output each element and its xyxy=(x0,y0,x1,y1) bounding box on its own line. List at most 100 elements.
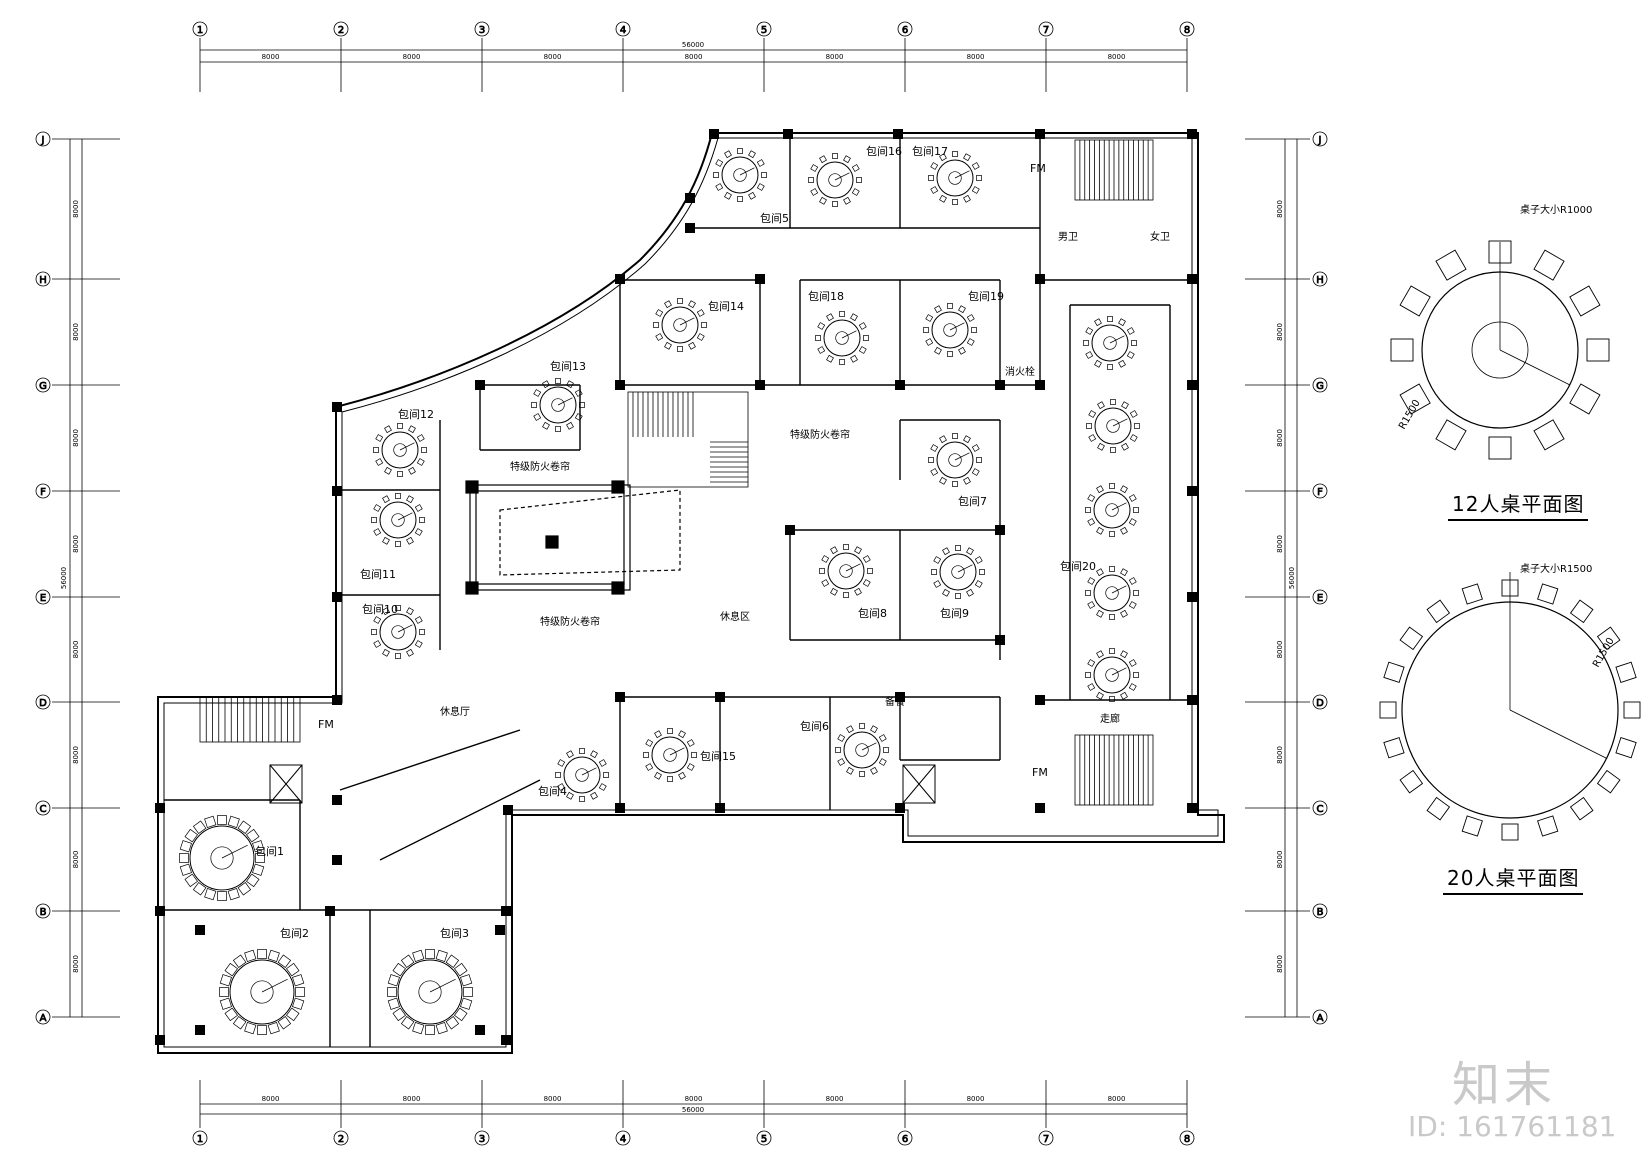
label-toilet-m: 男卫 xyxy=(1058,231,1078,243)
label-room2: 包间2 xyxy=(280,927,309,940)
table-20-1-chair-18 xyxy=(285,962,300,977)
table-12-7-chair-6 xyxy=(373,447,379,453)
table-12-2-chair-7 xyxy=(930,162,939,170)
table-12-10-chair-9 xyxy=(952,433,958,439)
table-12-4-lazy-susan xyxy=(835,331,849,345)
axis-row-left-E-label: E xyxy=(40,593,46,604)
table-12-5-chair-2 xyxy=(958,346,966,355)
axis-col-top-6-label: 6 xyxy=(902,25,908,36)
table-12-8-chair-3 xyxy=(395,541,401,547)
table-12-4-chair-4 xyxy=(826,354,834,363)
table-20-0-chair-8 xyxy=(184,873,199,888)
table-12-14-chair-9 xyxy=(1110,399,1116,405)
table-12-17-chair-6 xyxy=(1085,672,1091,678)
table-12-10-chair-3 xyxy=(952,481,958,487)
dining-tables xyxy=(179,148,1140,1035)
watermark-brand: 知末 xyxy=(1452,1057,1557,1113)
legend-12-chair-2 xyxy=(1533,419,1565,451)
table-12-17-radius xyxy=(1111,667,1127,676)
table-12-0-chair-3 xyxy=(737,196,743,202)
table-20-1-chair-19 xyxy=(292,974,305,987)
table-12-7-chair-9 xyxy=(397,423,403,429)
legend-20-chair-0 xyxy=(1623,701,1641,719)
table-20-2-radius xyxy=(429,978,456,993)
dim-right-span-2: 8000 xyxy=(1276,746,1284,764)
watermark-id: ID: 161761181 xyxy=(1408,1110,1617,1143)
axis-row-left-G-label: G xyxy=(39,381,47,392)
legend-20-chair-11 xyxy=(1383,661,1405,683)
legend-20-chair-1 xyxy=(1615,737,1637,759)
column-43 xyxy=(325,906,335,916)
column-16 xyxy=(1187,380,1197,390)
dim-top-span-0: 8000 xyxy=(262,53,280,61)
legend-20-chair-4 xyxy=(1537,815,1559,837)
table-12-3-chair-8 xyxy=(664,300,672,309)
table-12-17-chair-10 xyxy=(1120,650,1128,659)
axis-row-left-B-label: B xyxy=(40,907,47,918)
table-12-6-radius xyxy=(557,397,573,406)
axis-col-top-7-label: 7 xyxy=(1043,25,1049,36)
table-20-2 xyxy=(397,959,463,1025)
axis-row-left-F-label: F xyxy=(40,487,46,498)
axis-col-top-6-bubble xyxy=(897,21,913,37)
table-20-1-chair-2 xyxy=(285,1007,300,1022)
axis-row-left-A-bubble xyxy=(35,1009,51,1025)
table-20-1-chair-11 xyxy=(219,974,232,987)
legend-20-chair-9 xyxy=(1383,737,1405,759)
table-12-1-radius xyxy=(834,172,850,181)
table-20-0-chair-11 xyxy=(179,840,192,853)
table-12-19-chair-9 xyxy=(667,728,673,734)
table-12-0-chair-0 xyxy=(761,172,767,178)
table-12-1-chair-5 xyxy=(810,188,819,196)
table-12-16-chair-5 xyxy=(1087,601,1096,609)
legend-12-radius: R1500 xyxy=(1397,398,1423,432)
column-2 xyxy=(893,129,903,139)
dim-top-span-2: 8000 xyxy=(544,53,562,61)
dim-left-span-3: 8000 xyxy=(72,641,80,659)
legend-20-chair-17 xyxy=(1569,599,1594,624)
table-12-12-chair-11 xyxy=(974,556,983,564)
table-12-5-chair-0 xyxy=(971,327,977,333)
table-12-16-chair-3 xyxy=(1109,614,1115,620)
table-12-19-chair-6 xyxy=(643,752,649,758)
table-12-1-chair-2 xyxy=(843,196,851,205)
table-12-8-chair-2 xyxy=(406,536,414,545)
dim-bottom-total-text: 56000 xyxy=(682,1106,704,1114)
table-20-2-lazy-susan xyxy=(418,980,442,1004)
column-23 xyxy=(895,692,905,702)
table-20-0-chair-19 xyxy=(252,840,265,853)
table-12-4-chair-1 xyxy=(858,346,867,354)
axis-row-right-F-bubble xyxy=(1312,483,1328,499)
label-room12: 包间12 xyxy=(398,408,434,421)
table-12-2-chair-1 xyxy=(971,186,980,194)
table-12-4-chair-9 xyxy=(839,311,845,317)
table-12-9-chair-9 xyxy=(395,605,401,611)
table-20-2-chair-17 xyxy=(445,954,460,969)
table-20-0-chair-6 xyxy=(204,888,217,901)
table-12-13-radius xyxy=(1109,335,1125,344)
table-12-5-chair-3 xyxy=(947,351,953,357)
table-12-18-chair-1 xyxy=(598,783,607,791)
table-12-7-radius xyxy=(399,442,415,451)
table-20-2-chair-4 xyxy=(435,1022,448,1035)
table-12-17-chair-5 xyxy=(1087,683,1096,691)
table-12-17-chair-2 xyxy=(1120,691,1128,700)
table-12-7-chair-11 xyxy=(416,434,425,442)
table-12-8-chair-9 xyxy=(395,493,401,499)
legend-20-chair-8 xyxy=(1399,769,1424,794)
table-12-12-chair-4 xyxy=(942,588,950,597)
table-12-3-chair-4 xyxy=(664,341,672,350)
table-12-15-radius xyxy=(1111,502,1127,511)
axis-row-left-J-bubble xyxy=(35,131,51,147)
legend-20-chair-10 xyxy=(1379,701,1397,719)
table-12-14-chair-10 xyxy=(1121,401,1129,410)
stairs xyxy=(199,139,1154,806)
dim-right-span-5: 8000 xyxy=(1276,429,1284,447)
column-6 xyxy=(685,223,695,233)
table-12-8-chair-11 xyxy=(414,504,423,512)
label-room19: 包间19 xyxy=(968,290,1004,303)
axis-row-right-B-bubble xyxy=(1312,903,1328,919)
table-12-7-chair-7 xyxy=(375,434,384,442)
table-12-12-chair-2 xyxy=(966,588,974,597)
table-12-7-chair-2 xyxy=(408,466,416,475)
